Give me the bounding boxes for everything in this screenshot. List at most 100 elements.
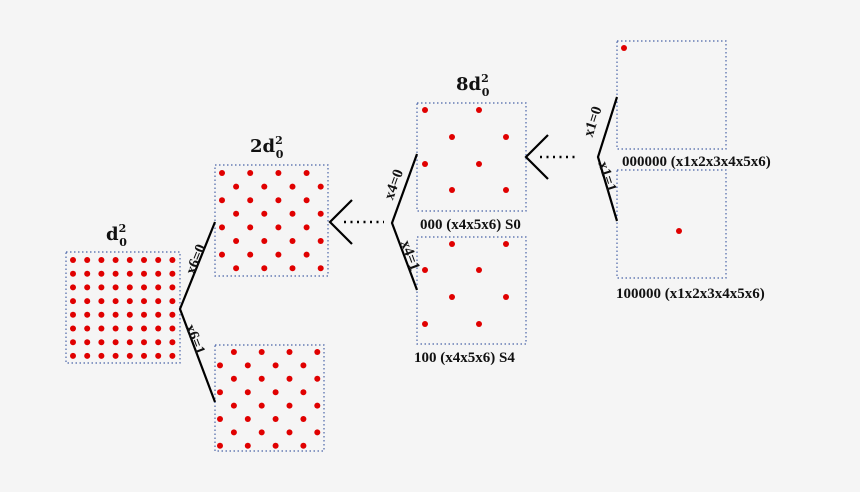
constellation-point bbox=[476, 107, 482, 113]
constellation-point bbox=[70, 257, 76, 263]
constellation-point bbox=[112, 339, 119, 346]
constellation-point bbox=[244, 389, 251, 396]
constellation-point bbox=[84, 311, 91, 318]
constellation-point bbox=[286, 375, 293, 382]
constellation-point bbox=[141, 311, 147, 318]
constellation-point bbox=[275, 170, 282, 176]
constellation-point bbox=[112, 325, 119, 332]
constellation-point bbox=[449, 187, 455, 193]
constellation-point bbox=[422, 107, 428, 113]
constellation-point bbox=[303, 224, 310, 231]
constellation-point bbox=[141, 352, 147, 359]
constellation-point bbox=[155, 284, 162, 291]
constellation-point bbox=[289, 238, 296, 244]
constellation-point bbox=[272, 416, 279, 422]
constellation-point bbox=[84, 352, 91, 359]
constellation-point bbox=[169, 298, 176, 305]
constellation-point bbox=[169, 270, 176, 277]
constellation-point bbox=[84, 257, 91, 263]
constellation-point bbox=[141, 298, 147, 305]
constellation-point bbox=[217, 442, 223, 449]
constellation-point bbox=[261, 265, 268, 272]
constellation-000 bbox=[422, 107, 509, 193]
frame-level1-x6-1 bbox=[214, 344, 325, 452]
caption-000: 000 (x4x5x6) S0 bbox=[420, 217, 521, 233]
constellation-point bbox=[70, 270, 76, 277]
constellation-point bbox=[84, 298, 91, 305]
constellation-point bbox=[233, 238, 240, 244]
branch-label-x4-0: x4=0 bbox=[381, 167, 407, 202]
constellation-point bbox=[219, 224, 225, 231]
constellation-point bbox=[219, 251, 225, 258]
constellation-point bbox=[70, 284, 76, 291]
constellation-point bbox=[84, 284, 91, 291]
constellation-point bbox=[126, 257, 133, 263]
constellation-point bbox=[155, 352, 162, 359]
constellation-point bbox=[317, 238, 324, 244]
frame-level2-100 bbox=[416, 236, 527, 345]
constellation-point bbox=[70, 311, 76, 318]
branch-label-x6-1: x6=1 bbox=[182, 322, 208, 357]
constellation-x6-0 bbox=[219, 170, 324, 272]
constellation-point bbox=[275, 251, 282, 258]
constellation-point bbox=[503, 294, 509, 300]
constellation-point bbox=[286, 402, 293, 409]
frame-level1-x6-0 bbox=[214, 164, 329, 277]
constellation-point bbox=[84, 270, 91, 277]
constellation-point bbox=[70, 339, 76, 346]
constellation-point bbox=[98, 284, 105, 291]
constellation-x6-1 bbox=[217, 349, 321, 449]
constellation-point bbox=[275, 224, 282, 231]
split-lines-x4 bbox=[390, 153, 419, 291]
constellation-point bbox=[303, 251, 310, 258]
constellation-point bbox=[314, 429, 321, 436]
constellation-point bbox=[70, 298, 76, 305]
constellation-100 bbox=[422, 241, 509, 327]
constellation-point bbox=[169, 257, 176, 263]
constellation-point bbox=[286, 429, 293, 436]
constellation-point bbox=[476, 321, 482, 327]
constellation-point bbox=[141, 270, 147, 277]
constellation-point bbox=[303, 170, 310, 176]
constellation-point bbox=[169, 311, 176, 318]
constellation-point bbox=[314, 349, 321, 355]
constellation-point bbox=[70, 352, 76, 359]
constellation-point bbox=[219, 170, 225, 176]
constellation-point bbox=[247, 197, 254, 204]
constellation-point bbox=[244, 362, 251, 369]
frame-level0 bbox=[65, 251, 181, 364]
constellation-point bbox=[476, 267, 482, 273]
constellation-point bbox=[112, 311, 119, 318]
constellation-point bbox=[169, 325, 176, 332]
constellation-point bbox=[112, 352, 119, 359]
constellation-point bbox=[126, 298, 133, 305]
constellation-point bbox=[503, 241, 509, 247]
constellation-point bbox=[503, 134, 509, 140]
constellation-point bbox=[300, 362, 307, 369]
branch-label-x6-0: x6=0 bbox=[183, 242, 209, 277]
constellation-point bbox=[261, 183, 268, 190]
constellation-point bbox=[621, 45, 627, 51]
constellation-point bbox=[233, 265, 240, 272]
constellation-point bbox=[422, 267, 428, 273]
frame-level3-100000 bbox=[616, 169, 727, 279]
constellation-point bbox=[230, 375, 237, 382]
split-lines-x6 bbox=[178, 221, 217, 403]
constellation-point bbox=[247, 224, 254, 231]
constellation-point bbox=[70, 325, 76, 332]
constellation-point bbox=[217, 362, 223, 369]
constellation-point bbox=[169, 284, 176, 291]
branch-label-x4-1: x4=1 bbox=[397, 238, 423, 273]
constellation-point bbox=[219, 197, 225, 204]
constellation-point bbox=[141, 284, 147, 291]
constellation-point bbox=[258, 375, 265, 382]
constellation-point bbox=[247, 170, 254, 176]
constellation-full bbox=[70, 257, 176, 359]
constellation-point bbox=[244, 442, 251, 449]
constellation-point bbox=[155, 298, 162, 305]
constellation-point bbox=[258, 429, 265, 436]
constellation-point bbox=[126, 270, 133, 277]
